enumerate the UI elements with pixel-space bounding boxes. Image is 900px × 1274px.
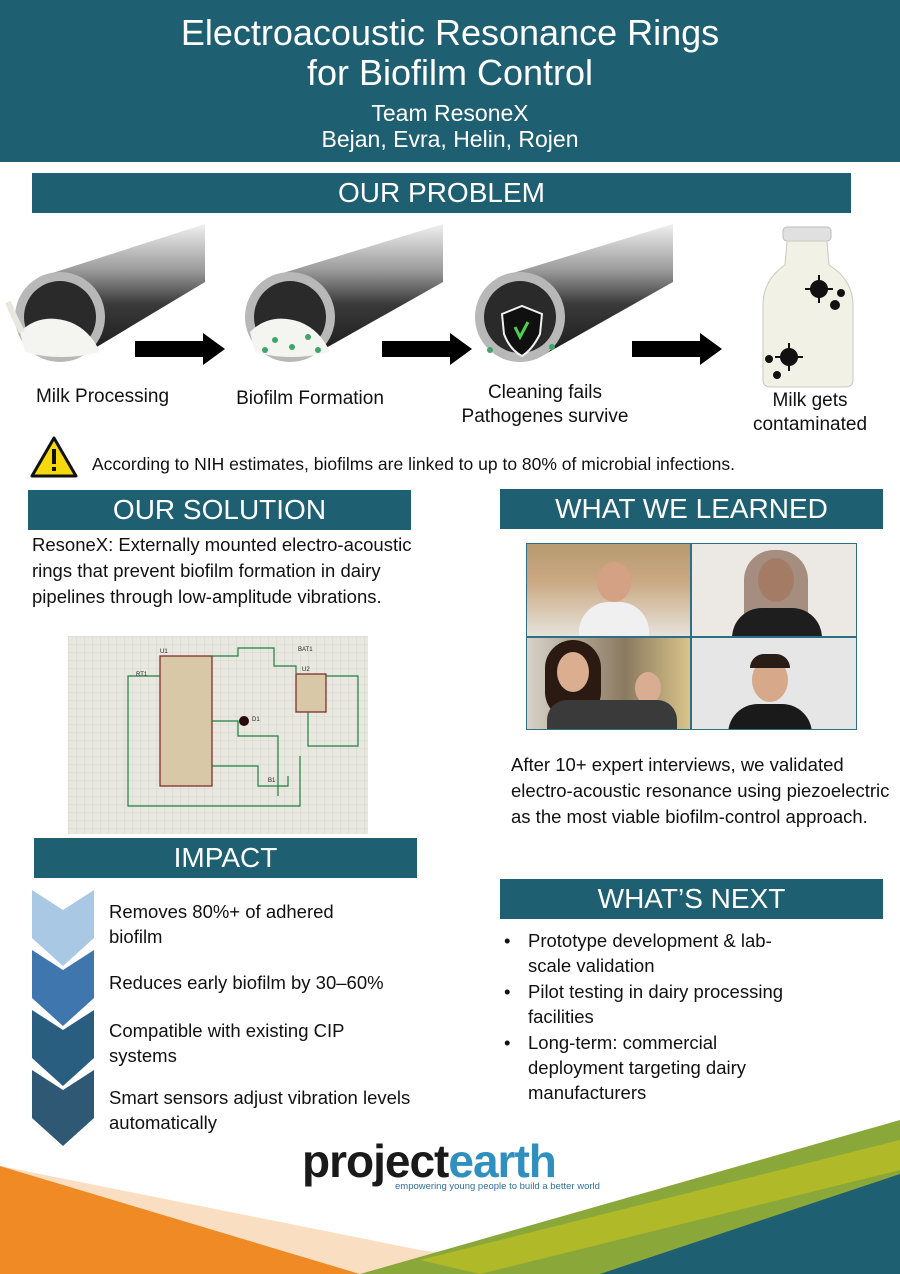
step-milk-processing: Milk Processing	[35, 386, 170, 407]
label-u2: U2	[302, 667, 310, 673]
step-biofilm-formation: Biofilm Formation	[236, 388, 384, 409]
chevron-down-icon	[32, 890, 94, 966]
label-rt1: RT1	[136, 672, 148, 678]
impact-item-line: automatically	[109, 1112, 217, 1133]
next-item-line: Long-term: commercial	[528, 1032, 718, 1053]
footer-decoration	[0, 1120, 900, 1274]
next-item-line: scale validation	[528, 955, 655, 976]
next-item-line: deployment targeting dairy	[528, 1057, 747, 1078]
next-item: Pilot testing in dairy processing facili…	[502, 979, 872, 1029]
circuit-schematic-image: U1 U2 BAT1 RT1 D1 B1	[68, 636, 368, 834]
step-cleaning-line2: Pathogenes survive	[461, 406, 629, 427]
participant-tile	[692, 544, 856, 636]
step-cleaning-line1: Cleaning fails	[487, 382, 603, 403]
solution-text: ResoneX: Externally mounted electro-acou…	[32, 534, 412, 607]
pipe-milk-processing-icon	[5, 224, 205, 362]
arrow-right-icon	[632, 333, 722, 365]
impact-heading: IMPACT	[34, 838, 417, 878]
logo-tagline: empowering young people to build a bette…	[395, 1181, 600, 1192]
impact-item-line: Removes 80%+ of adhered	[109, 901, 334, 922]
impact-item: Compatible with existing CIP systems	[109, 1018, 344, 1068]
participant-tile	[692, 638, 856, 729]
impact-item-line: Compatible with existing CIP	[109, 1020, 345, 1041]
next-item-line: manufacturers	[528, 1082, 647, 1103]
arrow-right-icon	[135, 333, 225, 365]
impact-item: Reduces early biofilm by 30–60%	[109, 970, 384, 995]
solution-heading: OUR SOLUTION	[28, 490, 411, 530]
step-milk-contaminated: Milk gets contaminated	[735, 389, 885, 437]
warning-text: According to NIH estimates, biofilms are…	[92, 454, 735, 474]
participant-tile	[527, 544, 690, 636]
problem-heading: OUR PROBLEM	[32, 173, 851, 213]
label-bat1: BAT1	[298, 647, 313, 653]
next-item: Prototype development & lab- scale valid…	[502, 928, 872, 978]
title-line-1: Electroacoustic Resonance Rings	[180, 12, 720, 53]
logo-project: project	[302, 1135, 449, 1187]
video-call-grid	[526, 543, 857, 730]
pipe-shield-icon	[475, 224, 673, 362]
project-earth-logo: projectearth	[302, 1134, 602, 1194]
next-list: Prototype development & lab- scale valid…	[502, 928, 872, 1106]
pipe-biofilm-icon	[245, 224, 443, 362]
step-cleaning-fails: Cleaning fails Pathogenes survive	[440, 381, 650, 429]
learned-text: After 10+ expert interviews, we validate…	[511, 754, 890, 827]
label-d1: D1	[252, 717, 260, 723]
impact-item-line: Reduces early biofilm by 30–60%	[109, 972, 384, 993]
impact-item-line: systems	[109, 1045, 177, 1066]
impact-item-line: Smart sensors adjust vibration levels	[109, 1087, 411, 1108]
impact-item-line: biofilm	[109, 926, 163, 947]
label-u1: U1	[160, 649, 168, 655]
chevron-down-icon	[32, 950, 94, 1026]
chevron-down-icon	[32, 1070, 94, 1146]
warning-icon	[30, 436, 78, 478]
arrow-right-icon	[382, 333, 472, 365]
step-milk-line2: contaminated	[752, 414, 868, 435]
team-members: Bejan, Evra, Helin, Rojen	[321, 126, 579, 152]
header-banner: Electroacoustic Resonance Rings for Biof…	[0, 0, 900, 162]
step-milk-line1: Milk gets	[772, 390, 848, 411]
milk-bottle-icon	[762, 226, 854, 388]
impact-item: Smart sensors adjust vibration levels au…	[109, 1085, 410, 1135]
logo-earth: earth	[448, 1135, 556, 1187]
next-item-line: Pilot testing in dairy processing	[528, 981, 784, 1002]
learned-heading: WHAT WE LEARNED	[500, 489, 883, 529]
team-name: Team ResoneX	[371, 100, 529, 126]
next-item: Long-term: commercial deployment targeti…	[502, 1030, 872, 1105]
participant-tile	[527, 638, 690, 729]
next-heading: WHAT’S NEXT	[500, 879, 883, 919]
label-b1: B1	[268, 778, 276, 784]
title-line-2: for Biofilm Control	[306, 52, 594, 93]
next-item-line: facilities	[528, 1006, 594, 1027]
next-item-line: Prototype development & lab-	[528, 930, 772, 951]
impact-item: Removes 80%+ of adhered biofilm	[109, 899, 334, 949]
chevron-down-icon	[32, 1010, 94, 1086]
